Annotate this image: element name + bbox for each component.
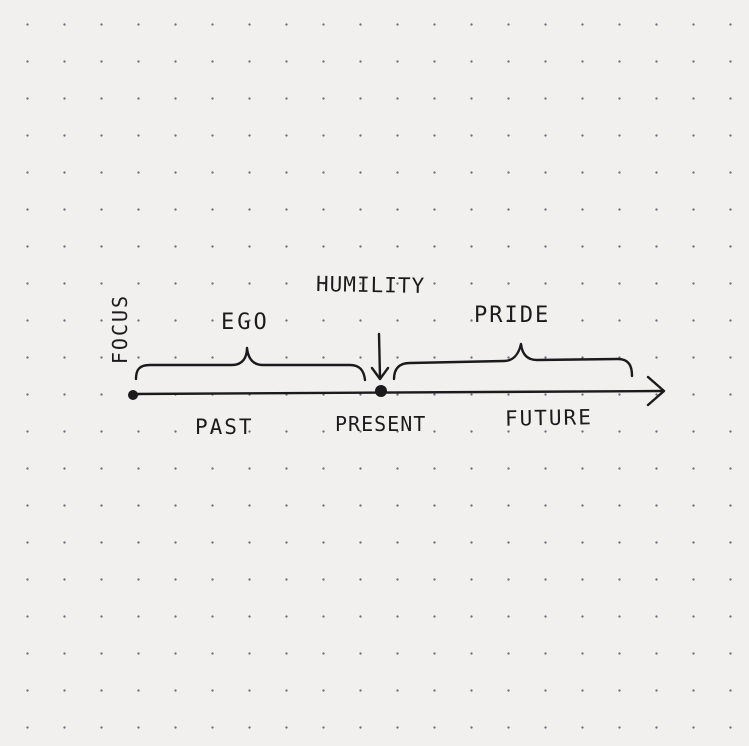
label-pride: PRIDE xyxy=(474,303,551,328)
label-past: PAST xyxy=(195,415,254,439)
label-future: FUTURE xyxy=(504,405,594,431)
humility-arrow-shaft xyxy=(377,332,382,379)
present-point xyxy=(375,385,387,397)
pride-brace xyxy=(392,342,634,381)
ego-brace xyxy=(134,346,367,382)
timeline-arrowhead xyxy=(646,375,666,407)
humility-arrowhead xyxy=(370,366,390,381)
axis-label-focus: FOCUS xyxy=(108,293,133,365)
timeline-line xyxy=(131,389,664,396)
label-humility: HUMILITY xyxy=(315,272,426,298)
label-present: PRESENT xyxy=(335,412,427,436)
label-ego: EGO xyxy=(221,310,270,335)
timeline-start-point xyxy=(128,390,138,400)
